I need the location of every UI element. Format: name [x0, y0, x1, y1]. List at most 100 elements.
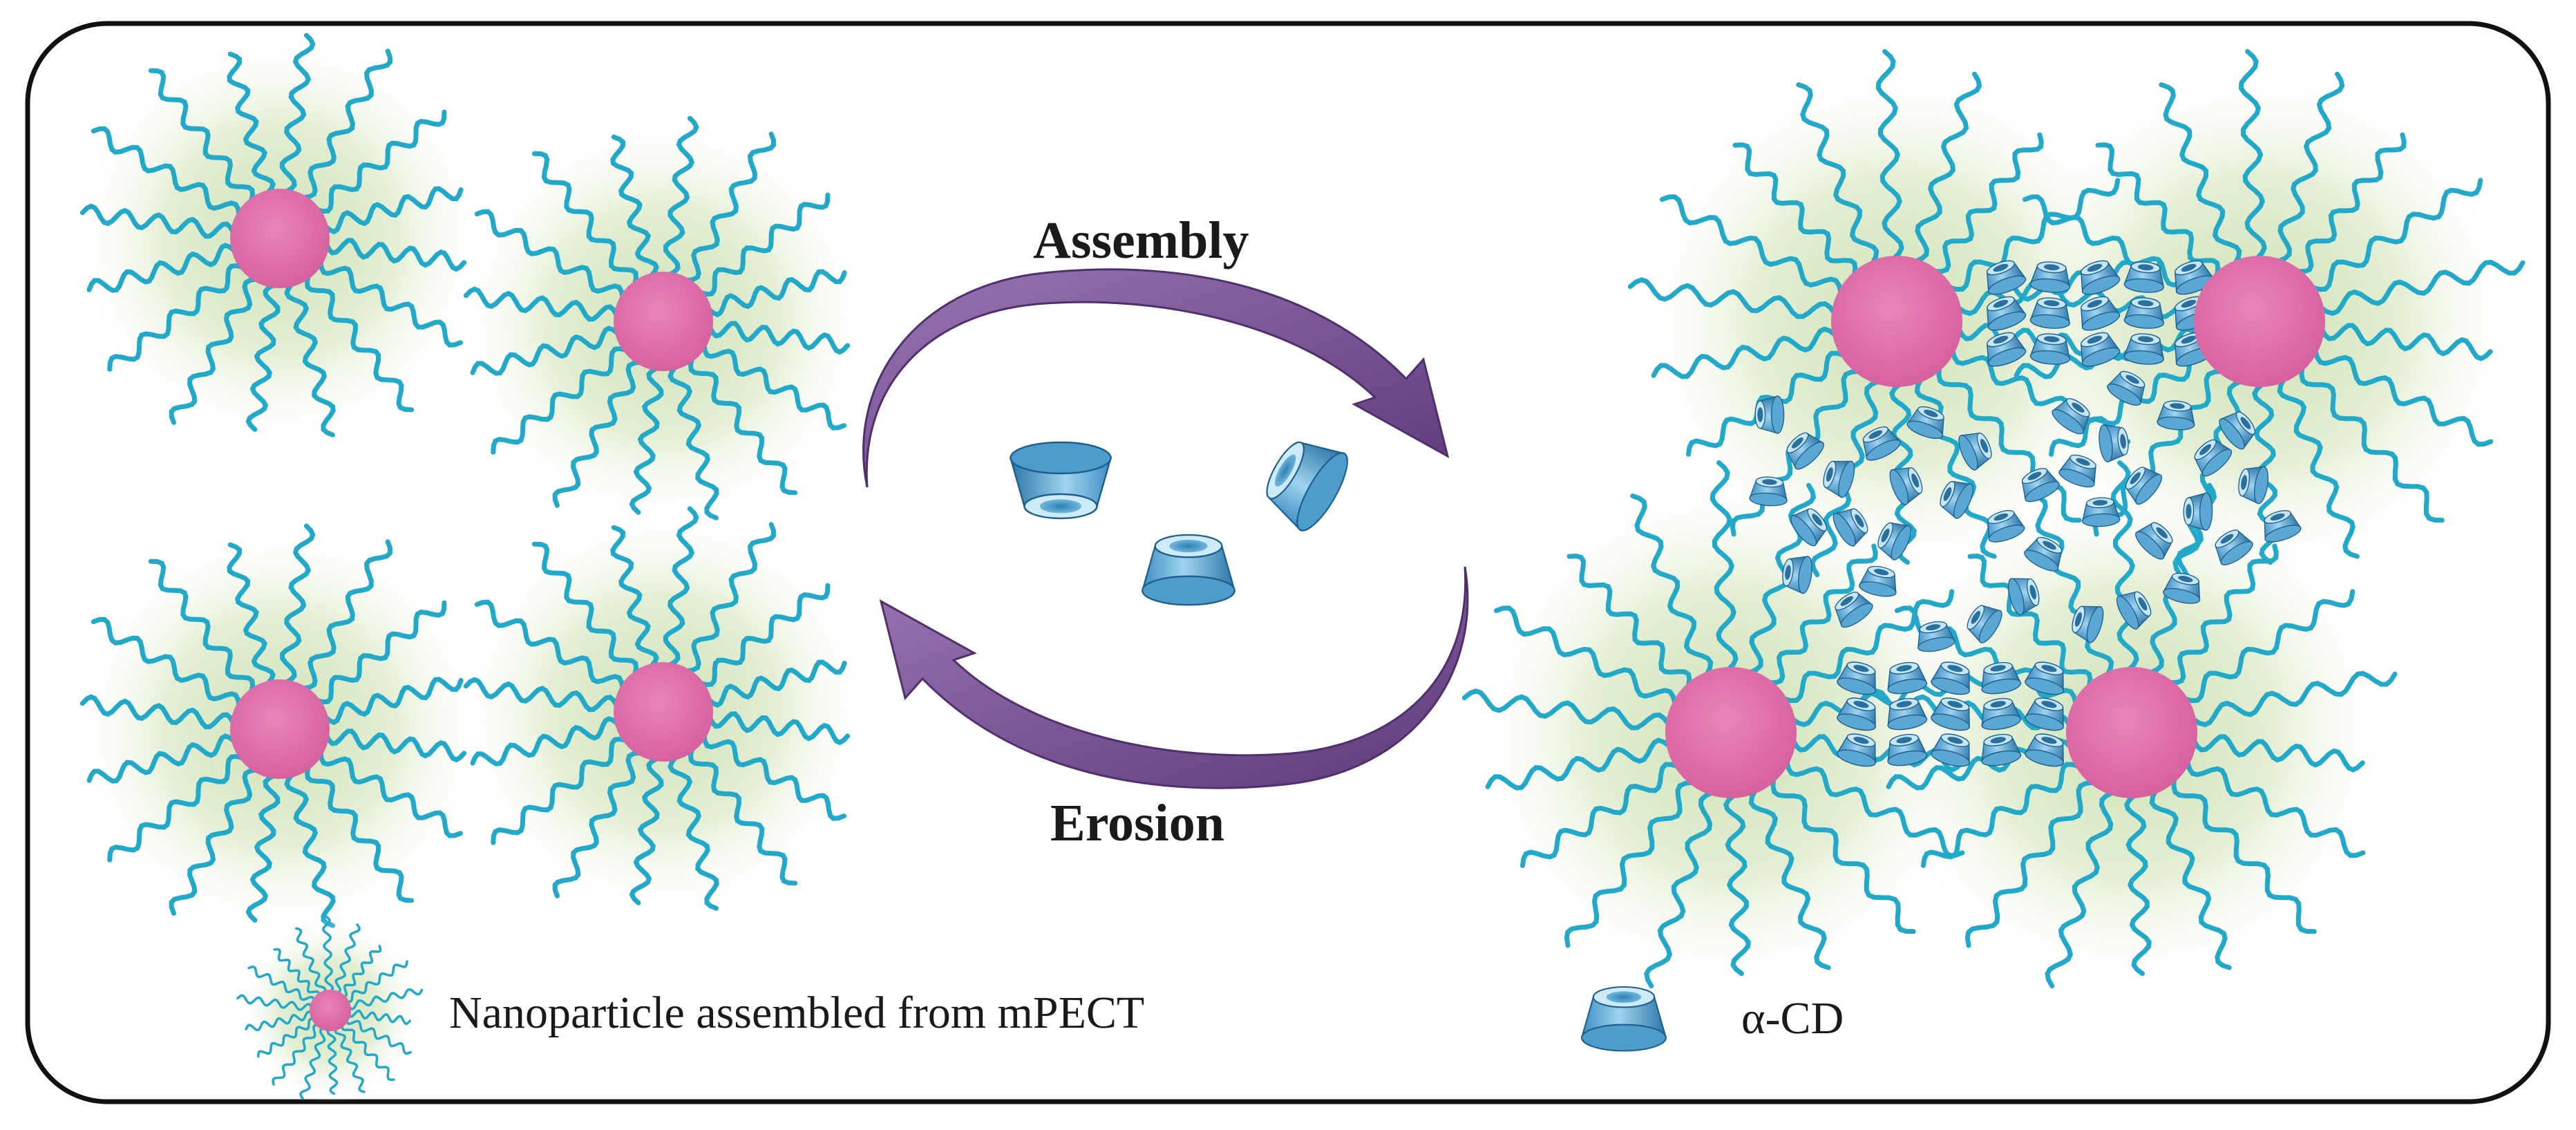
- cyclodextrin-ring: [2021, 468, 2060, 502]
- polymer-chain: [1936, 365, 2082, 523]
- cyclodextrin-ring: [2024, 733, 2064, 767]
- polymer-chain: [326, 1027, 339, 1095]
- cyclodextrin-ring: [1877, 522, 1912, 561]
- polymer-chain: [107, 753, 245, 863]
- cyclodextrin-ring: [1967, 605, 2002, 643]
- polymer-chain: [1566, 553, 1692, 689]
- polymer-chain: [345, 1017, 412, 1055]
- polymer-chain: [1520, 762, 1680, 868]
- polymer-chain: [1947, 178, 2121, 292]
- polymer-chain: [245, 1010, 314, 1031]
- polymer-chain: [470, 326, 621, 376]
- polymer-chain: [1766, 543, 1878, 686]
- cyclodextrin-ring: [2125, 467, 2163, 505]
- polymer-chain: [1723, 793, 1751, 977]
- polymer-chain: [86, 733, 237, 784]
- polymer-chain: [684, 131, 777, 283]
- polymer-chain: [107, 263, 245, 372]
- polymer-chain: [347, 1009, 411, 1026]
- cyclodextrin-ring: [2264, 510, 2302, 543]
- polymer-chain: [1921, 762, 2081, 868]
- cyclodextrin-ring: [2024, 697, 2064, 731]
- legend-cyclodextrin-label: α-CD: [1741, 993, 1844, 1044]
- polymer-chain: [2095, 142, 2221, 278]
- polymer-chain: [256, 1017, 316, 1058]
- cyclodextrin-ring: [2183, 492, 2213, 531]
- free-cyclodextrin-group: [1009, 441, 1348, 606]
- cyclodextrin-ring: [1887, 733, 1928, 766]
- polymer-chain: [2318, 259, 2526, 317]
- polymer-chain: [474, 599, 625, 691]
- polymer-chain: [2191, 734, 2365, 773]
- cyclodextrin-ring: [2072, 605, 2104, 643]
- cyclodextrin-ring: [2029, 261, 2071, 293]
- cyclodextrin-ring: [1940, 480, 1973, 519]
- polymer-chain: [323, 677, 464, 726]
- cyclodextrin-ring: [1858, 565, 1897, 597]
- polymer-chain: [2299, 365, 2445, 523]
- legend-cyclodextrin-icon: [1580, 986, 1667, 1052]
- cyclodextrin-ring: [1917, 621, 1955, 652]
- polymer-chain: [279, 32, 316, 195]
- polymer-chain: [629, 365, 664, 515]
- polymer-chain: [531, 151, 639, 287]
- polymer-chain: [2295, 132, 2407, 274]
- cyclodextrin-ring: [1981, 697, 2022, 731]
- polymer-chain: [272, 1023, 321, 1086]
- cyclodextrin-ring: [1887, 661, 1928, 695]
- polymer-chain: [227, 542, 276, 686]
- core-layer: [230, 189, 2325, 798]
- cyclodextrin-ring: [1906, 406, 1944, 440]
- cyclodextrin-ring: [2123, 261, 2165, 293]
- cyclodextrin-ring: [2058, 454, 2096, 488]
- polymer-chain: [688, 356, 798, 496]
- cyclodextrin-ring: [2157, 400, 2195, 431]
- erosion-label: Erosion: [1050, 794, 1225, 852]
- cyclodextrin-ring: [1836, 697, 1876, 731]
- particle-core: [2194, 256, 2325, 387]
- cyclodextrin-layer: [1749, 260, 2302, 767]
- cyclodextrin-ring: [1930, 661, 1970, 695]
- cyclodextrin-ring: [1823, 460, 1855, 498]
- polymer-chain: [236, 994, 314, 1011]
- cyclodextrin-ring: [2135, 522, 2173, 560]
- polymer-chain: [684, 522, 777, 674]
- cyclodextrin-ring: [1889, 467, 1923, 505]
- cyclodextrin-ring: [2099, 424, 2129, 463]
- polymer-chain: [491, 346, 629, 455]
- polymer-chain: [667, 755, 719, 911]
- cyclodextrin-ring: [2024, 661, 2064, 695]
- polymer-chain: [148, 558, 256, 695]
- polymer-chain: [301, 539, 393, 691]
- polymer-chain: [1644, 790, 1715, 989]
- polymer-chain: [698, 583, 831, 688]
- polymer-chain: [2190, 670, 2398, 728]
- polymer-chain: [91, 126, 242, 218]
- particle-core: [614, 272, 713, 371]
- polymer-chain: [2319, 323, 2493, 361]
- free-cyclodextrin: [1009, 441, 1112, 520]
- polymer-chain: [1748, 788, 1831, 970]
- polymer-chain: [1627, 277, 1837, 319]
- cyclodextrin-ring: [1786, 432, 1824, 470]
- polymer-chain: [279, 523, 316, 686]
- polymer-chain: [299, 1026, 326, 1100]
- cyclodextrin-ring: [2080, 260, 2121, 295]
- polymer-chain: [1686, 350, 1846, 457]
- polymer-chain: [322, 915, 334, 994]
- polymer-chain: [698, 192, 831, 297]
- legend-nanoparticle-icon: [236, 915, 424, 1104]
- polymer-chain: [304, 273, 415, 413]
- polymer-chain: [341, 1022, 395, 1082]
- polymer-chain: [346, 988, 424, 1010]
- polymer-chain: [470, 716, 621, 766]
- cyclodextrin-ring: [1782, 556, 1812, 594]
- cyclodextrin-ring: [1986, 332, 2027, 367]
- polymer-chain: [301, 48, 393, 200]
- cyclodextrin-ring: [2008, 578, 2040, 616]
- polymer-chain: [663, 506, 699, 668]
- cyclodextrin-ring: [2024, 536, 2063, 572]
- polymer-chain: [552, 750, 643, 898]
